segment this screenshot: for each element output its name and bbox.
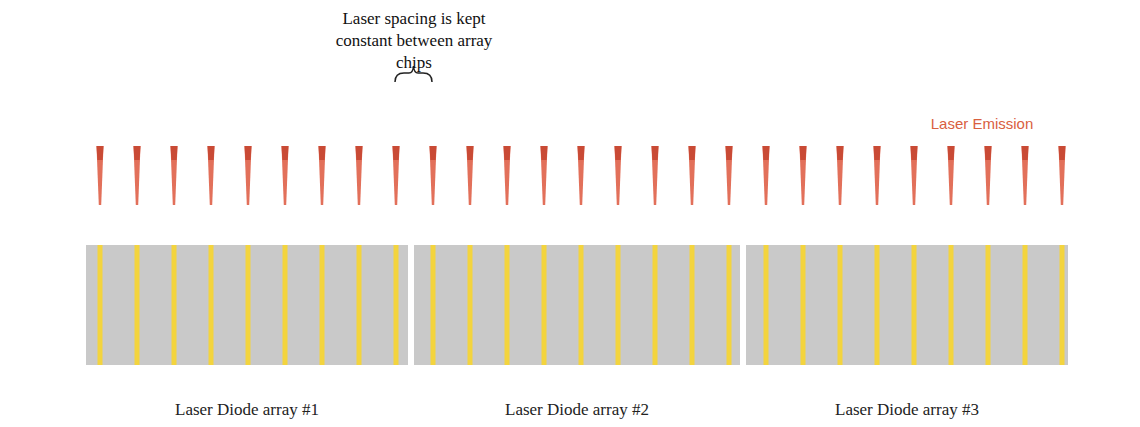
- laser-beam: [356, 146, 363, 205]
- emitter-stripe: [690, 245, 695, 365]
- array-caption: Laser Diode array #3: [835, 400, 979, 420]
- laser-beam: [615, 146, 622, 205]
- emitter-stripe: [875, 245, 880, 365]
- laser-beam: [541, 146, 548, 205]
- laser-beam: [171, 146, 178, 205]
- laser-beam: [911, 146, 918, 205]
- emitter-stripe: [838, 245, 843, 365]
- laser-beams: [97, 146, 1066, 205]
- array-caption: Laser Diode array #2: [505, 400, 649, 420]
- emitter-stripe: [542, 245, 547, 365]
- beam-head: [1022, 146, 1029, 160]
- beam-head: [504, 146, 511, 160]
- laser-diode-array: Laser Diode array #3: [746, 245, 1068, 420]
- array-chip: [414, 245, 740, 365]
- laser-beam: [800, 146, 807, 205]
- laser-beam: [652, 146, 659, 205]
- emitter-stripes: [746, 245, 1068, 365]
- beam-head: [763, 146, 770, 160]
- laser-beam: [97, 146, 104, 205]
- laser-beam: [1022, 146, 1029, 205]
- emitter-stripe: [1060, 245, 1065, 365]
- emitter-stripe: [949, 245, 954, 365]
- beam-head: [689, 146, 696, 160]
- emitter-stripe: [209, 245, 214, 365]
- beam-head: [1059, 146, 1066, 160]
- emitter-stripes: [86, 245, 408, 365]
- laser-diode-array: Laser Diode array #1: [86, 245, 408, 420]
- laser-beam: [208, 146, 215, 205]
- beam-head: [985, 146, 992, 160]
- emitter-stripe: [986, 245, 991, 365]
- emitter-stripes: [414, 245, 740, 365]
- emitter-stripe: [246, 245, 251, 365]
- laser-beam: [430, 146, 437, 205]
- beam-head: [430, 146, 437, 160]
- laser-beam: [763, 146, 770, 205]
- emitter-stripe: [135, 245, 140, 365]
- beam-head: [948, 146, 955, 160]
- emitter-stripe: [764, 245, 769, 365]
- array-chip: [86, 245, 408, 365]
- spacing-note: Laser spacing is kept constant between a…: [319, 8, 509, 74]
- emitter-stripe: [1023, 245, 1028, 365]
- laser-beam: [726, 146, 733, 205]
- beam-head: [171, 146, 178, 160]
- emitter-stripe: [912, 245, 917, 365]
- emitter-stripe: [801, 245, 806, 365]
- laser-beam: [319, 146, 326, 205]
- emitter-stripe: [505, 245, 510, 365]
- array-caption: Laser Diode array #1: [175, 400, 319, 420]
- beam-head: [800, 146, 807, 160]
- laser-beam: [948, 146, 955, 205]
- laser-beam: [837, 146, 844, 205]
- emitter-stripe: [357, 245, 362, 365]
- emitter-stripe: [653, 245, 658, 365]
- laser-beam: [1059, 146, 1066, 205]
- beam-head: [541, 146, 548, 160]
- emitter-stripe: [579, 245, 584, 365]
- beam-head: [319, 146, 326, 160]
- beam-head: [282, 146, 289, 160]
- beam-head: [467, 146, 474, 160]
- emitter-stripe: [394, 245, 399, 365]
- laser-beam: [874, 146, 881, 205]
- laser-beam: [282, 146, 289, 205]
- laser-diode-array: Laser Diode array #2: [414, 245, 740, 420]
- emitter-stripe: [468, 245, 473, 365]
- beam-head: [652, 146, 659, 160]
- laser-beam: [985, 146, 992, 205]
- beam-head: [356, 146, 363, 160]
- beam-head: [911, 146, 918, 160]
- emitter-stripe: [616, 245, 621, 365]
- laser-beam: [578, 146, 585, 205]
- laser-beam: [134, 146, 141, 205]
- laser-beam: [467, 146, 474, 205]
- emitter-stripe: [98, 245, 103, 365]
- beam-head: [208, 146, 215, 160]
- emitter-stripe: [283, 245, 288, 365]
- laser-beam: [393, 146, 400, 205]
- beam-head: [393, 146, 400, 160]
- laser-beam: [504, 146, 511, 205]
- emitter-stripe: [172, 245, 177, 365]
- array-chip: [746, 245, 1068, 365]
- laser-beam: [245, 146, 252, 205]
- beam-head: [837, 146, 844, 160]
- emission-label: Laser Emission: [931, 115, 1034, 132]
- emitter-stripe: [727, 245, 732, 365]
- beam-head: [134, 146, 141, 160]
- beam-head: [97, 146, 104, 160]
- beam-head: [578, 146, 585, 160]
- beam-head: [874, 146, 881, 160]
- beam-head: [726, 146, 733, 160]
- emitter-stripe: [431, 245, 436, 365]
- beam-head: [615, 146, 622, 160]
- beam-head: [245, 146, 252, 160]
- laser-beam: [689, 146, 696, 205]
- emitter-stripe: [320, 245, 325, 365]
